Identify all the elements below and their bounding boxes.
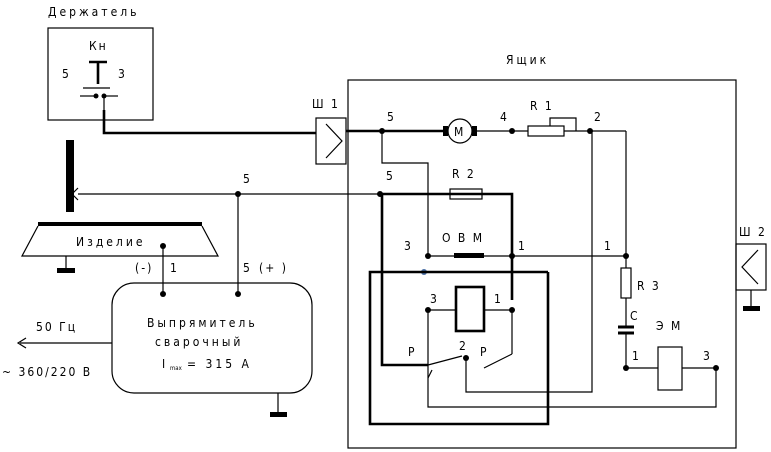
capacitor-label: C	[630, 309, 640, 323]
wire-5-mid-label: 5	[386, 169, 395, 183]
wire-4-label: 4	[500, 110, 509, 124]
minus-label: (-)	[135, 261, 153, 275]
box	[347, 79, 737, 449]
em-3-label: 3	[703, 349, 712, 363]
rectifier-box	[111, 282, 313, 394]
wire-5-left-label: 5	[243, 172, 252, 186]
wire-holder-to-sh1	[102, 110, 316, 135]
rectifier-line1: Выпрямитель	[147, 316, 258, 330]
ovm-node1-label: 1	[518, 239, 527, 253]
workpiece-label: Изделие	[76, 235, 146, 249]
imax-sub: max	[170, 365, 183, 372]
wire-5-mid	[381, 131, 429, 256]
holder: Держатель Кн 5 3	[47, 5, 154, 121]
relay-contacts: P 2 P	[380, 131, 717, 408]
contact-2-label: 2	[459, 339, 468, 353]
electromagnet-em: Э М 3	[656, 319, 719, 391]
r1-label: R 1	[530, 99, 554, 113]
motor-label: M	[454, 125, 465, 139]
holder-pin-left: 5	[62, 67, 71, 81]
wire-1-left-label: 1	[170, 261, 179, 275]
relay-3-label: 3	[430, 292, 439, 306]
capacitor: C	[618, 309, 640, 335]
relay-1-label: 1	[494, 292, 503, 306]
em-1-label: 1	[632, 349, 641, 363]
ovm-winding	[454, 253, 484, 258]
connector-sh2: Ш 2	[735, 225, 767, 311]
wire-5-top-label: 5	[387, 110, 396, 124]
connector2-label: Ш 2	[739, 225, 767, 239]
r3-label: R 3	[637, 279, 661, 293]
holder-title: Держатель	[48, 5, 139, 19]
resistor-r3: R 3	[620, 267, 661, 299]
em-label: Э М	[656, 319, 682, 333]
arc-arrow	[71, 187, 79, 201]
wire-5-bottom-label: 5	[243, 261, 252, 275]
node-1-right-label: 1	[604, 239, 613, 253]
connector1-label: Ш 1	[312, 97, 340, 111]
ground-sh2	[743, 306, 760, 311]
holder-pin-right: 3	[118, 67, 127, 81]
ground-workpiece	[57, 268, 75, 273]
r2-label: R 2	[452, 167, 476, 181]
contact-p-left-label: P	[408, 345, 417, 359]
rectifier-line2: сварочный	[155, 335, 243, 349]
connector-sh1: Ш 1	[312, 97, 347, 165]
plus-label: (+ )	[259, 261, 288, 275]
ground-rectifier	[270, 412, 287, 417]
holder-box	[47, 27, 154, 121]
voltage-label: ~ 360/220 В	[2, 365, 92, 379]
button-label: Кн	[89, 39, 108, 53]
relay-coil: 3 1	[425, 285, 515, 333]
wire-2-label: 2	[594, 110, 603, 124]
mains-input: 50 Гц ~ 360/220 В	[2, 320, 112, 379]
motor: M	[443, 118, 477, 144]
imax-symbol: I	[162, 357, 167, 371]
rectifier: (-) 1 5 (+ ) Выпрямитель сварочный I max…	[111, 261, 313, 417]
freq-label: 50 Гц	[36, 320, 77, 334]
ovm-node3-label: 3	[404, 239, 413, 253]
imax-value: = 315 А	[187, 357, 252, 371]
wire-r2-thick	[380, 192, 514, 300]
ovm-label: О В М	[442, 231, 484, 245]
box-title: Ящик	[506, 53, 549, 67]
push-button-symbol	[80, 60, 118, 110]
contact-p-right-label: P	[480, 345, 489, 359]
workpiece: Изделие	[21, 222, 219, 273]
wire-thick-loop	[368, 270, 550, 426]
